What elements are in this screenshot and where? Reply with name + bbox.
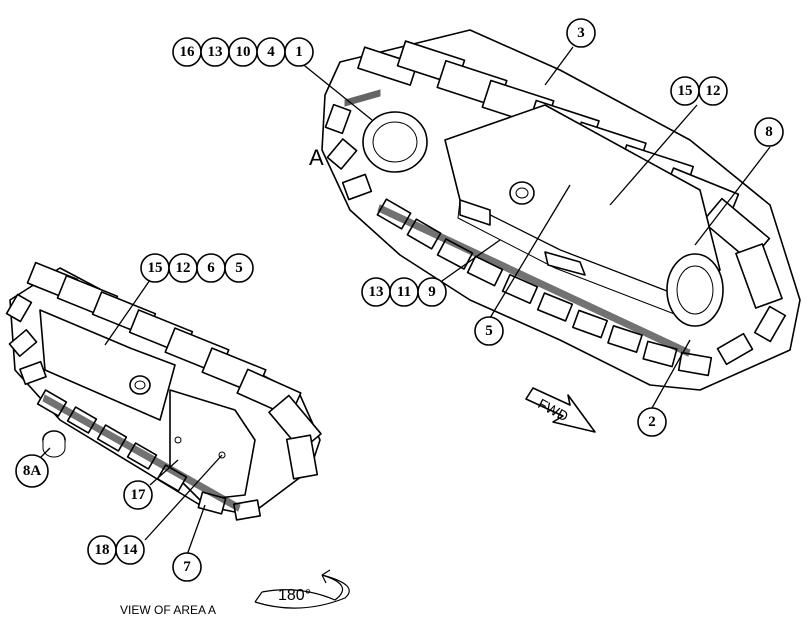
callout-11: 11 xyxy=(389,277,419,307)
callout-5-right: 5 xyxy=(474,316,504,346)
callout-13-mid: 13 xyxy=(361,277,391,307)
callout-7: 7 xyxy=(172,552,202,582)
callout-6: 6 xyxy=(196,253,226,283)
svg-text:10: 10 xyxy=(236,44,251,60)
area-a-marker: A xyxy=(309,145,324,170)
callout-8a: 8A xyxy=(15,454,49,488)
callout-12-right: 12 xyxy=(698,76,728,106)
leader-lines xyxy=(37,46,771,556)
svg-text:9: 9 xyxy=(428,284,436,300)
svg-text:16: 16 xyxy=(180,44,196,60)
svg-text:6: 6 xyxy=(207,260,215,276)
callout-16: 16 xyxy=(172,37,202,67)
area-a-track-shoes-top xyxy=(26,261,322,480)
svg-text:11: 11 xyxy=(397,284,411,300)
svg-text:13: 13 xyxy=(369,284,384,300)
callout-15-left: 15 xyxy=(140,253,170,283)
callout-14: 14 xyxy=(115,535,145,565)
svg-text:8: 8 xyxy=(765,124,773,140)
rotation-arrow: 180° xyxy=(254,569,350,609)
svg-text:13: 13 xyxy=(208,44,223,60)
svg-text:8A: 8A xyxy=(23,463,42,479)
main-track-assembly xyxy=(321,29,801,391)
callout-12-left: 12 xyxy=(168,253,198,283)
svg-text:12: 12 xyxy=(706,83,721,99)
callout-13-top: 13 xyxy=(200,37,230,67)
rotation-label: 180° xyxy=(278,587,311,604)
fwd-direction-arrow: FWD xyxy=(525,387,596,433)
callout-8: 8 xyxy=(754,117,784,147)
svg-text:2: 2 xyxy=(648,414,656,430)
svg-text:7: 7 xyxy=(183,559,191,575)
callout-15-right: 15 xyxy=(670,76,700,106)
callout-1: 1 xyxy=(284,37,314,67)
svg-text:17: 17 xyxy=(131,487,147,503)
callout-18: 18 xyxy=(87,535,117,565)
callout-9: 9 xyxy=(417,277,447,307)
callout-10: 10 xyxy=(228,37,258,67)
svg-text:15: 15 xyxy=(678,83,693,99)
svg-text:15: 15 xyxy=(148,260,163,276)
callout-2: 2 xyxy=(637,407,667,437)
callout-5-left: 5 xyxy=(224,253,254,283)
svg-text:12: 12 xyxy=(176,260,191,276)
callout-4: 4 xyxy=(256,37,286,67)
svg-text:18: 18 xyxy=(95,542,110,558)
callout-3: 3 xyxy=(566,18,596,48)
svg-text:1: 1 xyxy=(295,44,303,60)
svg-text:3: 3 xyxy=(577,25,585,41)
area-a-track-assembly xyxy=(5,261,322,521)
part-8a-pin xyxy=(42,430,66,458)
svg-text:4: 4 xyxy=(267,44,275,60)
svg-text:5: 5 xyxy=(235,260,243,276)
callout-17: 17 xyxy=(123,480,153,510)
svg-text:14: 14 xyxy=(123,542,139,558)
view-caption: VIEW OF AREA A xyxy=(120,603,216,617)
svg-text:5: 5 xyxy=(485,323,493,339)
